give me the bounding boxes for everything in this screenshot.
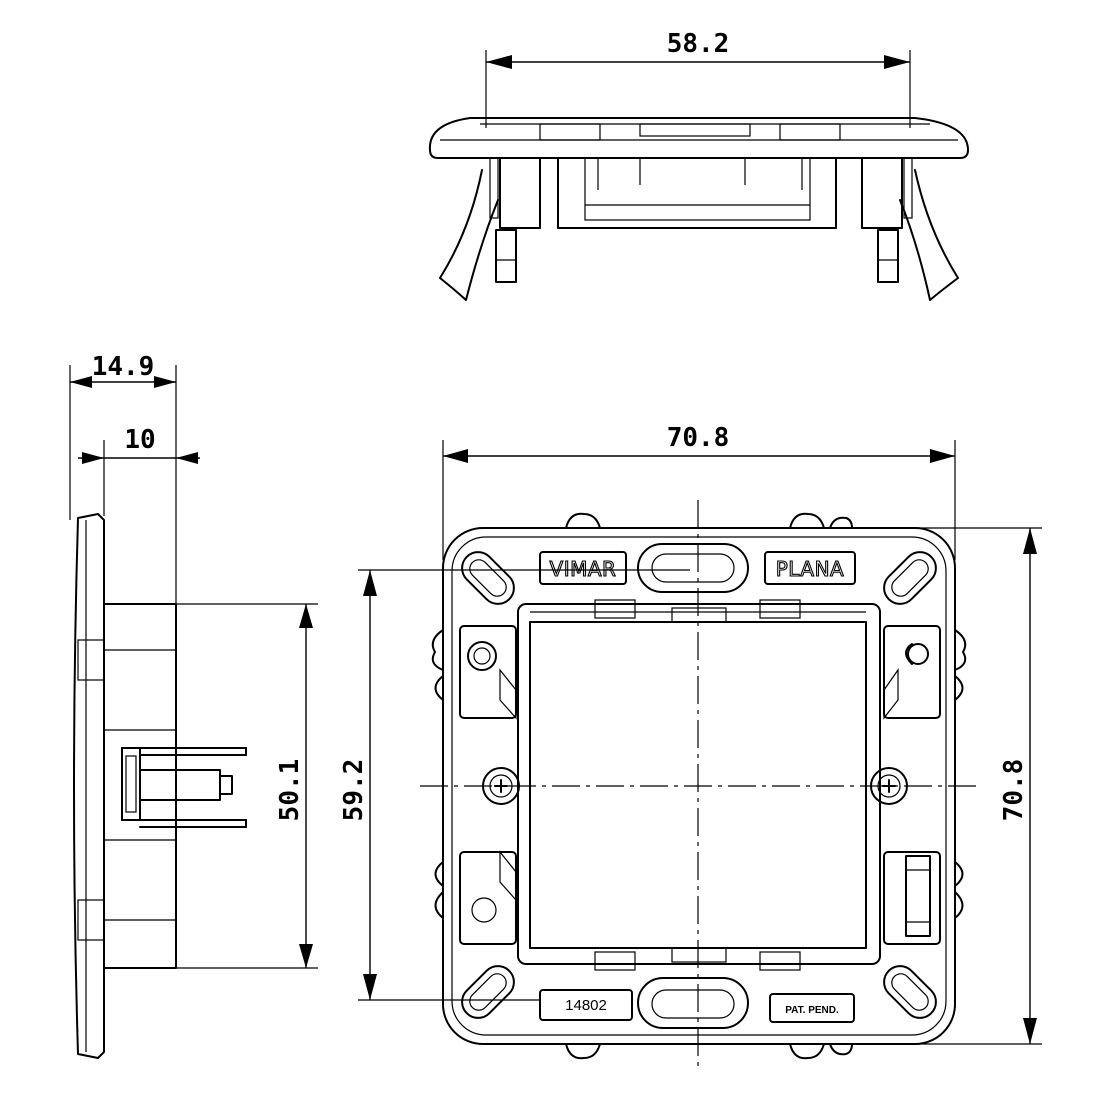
front-view: VIMAR PLANA 14802 PAT. PEND. [339, 423, 1042, 1068]
front-width-label: 70.8 [667, 423, 730, 453]
front-height-label: 70.8 [999, 759, 1029, 822]
series-label: PLANA [776, 557, 845, 581]
top-width-label: 58.2 [667, 29, 730, 59]
side-depth-inner-label: 10 [124, 425, 155, 455]
front-inner-height-label: 59.2 [339, 759, 369, 822]
series-label-box [764, 551, 856, 585]
patent-label-box [769, 993, 855, 1023]
side-height-label: 50.1 [275, 759, 305, 822]
brand-label-box [539, 551, 627, 585]
patent-label: PAT. PEND. [785, 1005, 839, 1016]
side-depth-total-label: 14.9 [92, 352, 155, 382]
code-label-box [539, 989, 633, 1021]
brand-label: VIMAR [550, 557, 617, 581]
side-view: 14.9 10 50.1 [69, 352, 318, 1059]
top-view: 58.2 [428, 29, 969, 301]
code-label: 14802 [565, 997, 607, 1014]
